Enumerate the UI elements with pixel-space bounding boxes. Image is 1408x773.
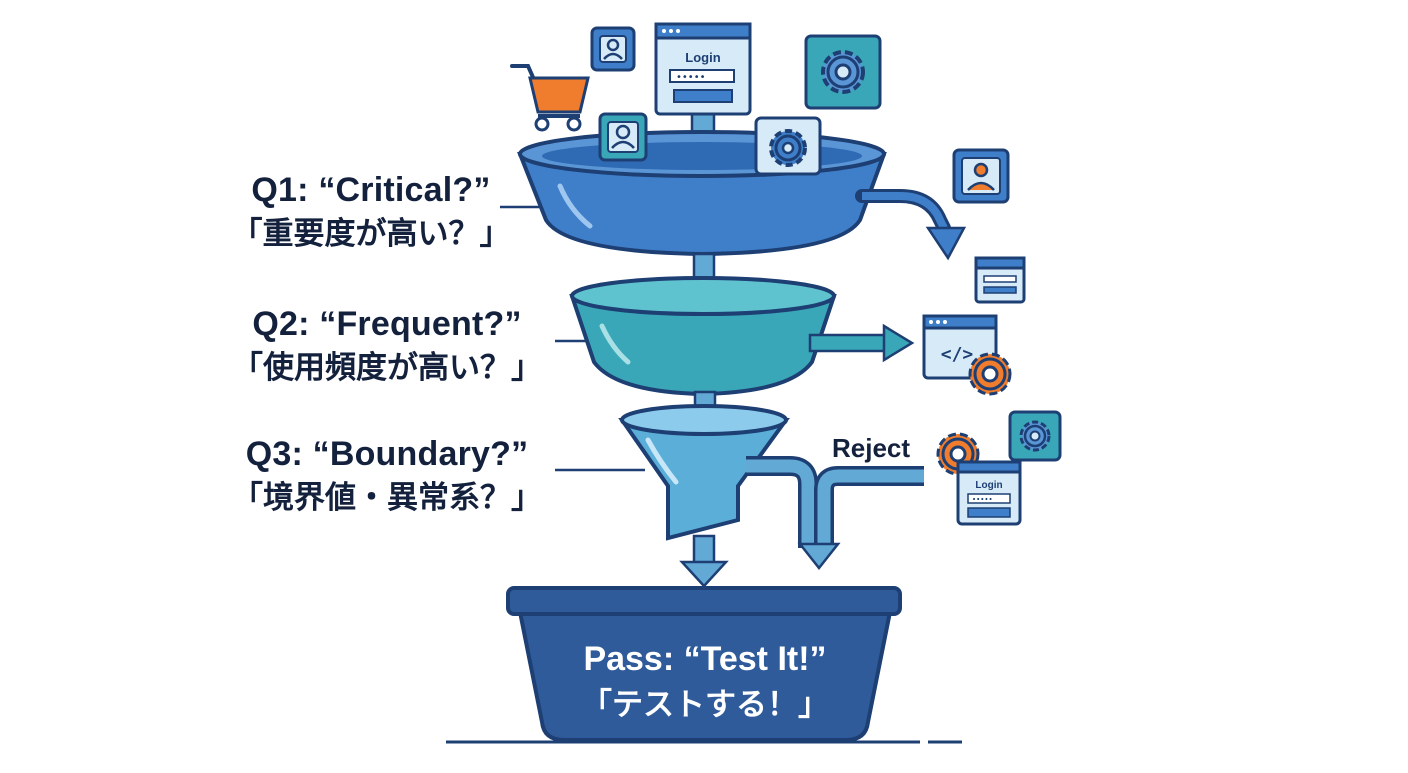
login-window-icon: Login ••••• (654, 22, 752, 116)
funnel-2 (569, 276, 837, 397)
login-window-icon: Login ••••• (956, 460, 1022, 526)
password-mask: ••••• (676, 72, 706, 83)
reject-arrow-3 (746, 456, 924, 571)
q3-english: Q3: “Boundary?” (245, 435, 529, 473)
q3-label: Q3: “Boundary?” 「境界値・異常系？」 (222, 432, 552, 520)
q3-japanese: 「境界値・異常系？」 (232, 480, 542, 516)
code-glyph: </> (941, 344, 974, 365)
reject-arrow-2 (808, 323, 915, 363)
user-card-icon (590, 26, 636, 72)
password-mask: ••••• (972, 496, 993, 504)
pass-english: Pass: “Test It!” (583, 640, 827, 678)
gear-card-icon (754, 116, 822, 176)
q1-label: Q1: “Critical?” 「重要度が高い？」 (206, 168, 536, 256)
browser-window-icon (974, 256, 1026, 304)
login-card-label: Login (685, 50, 720, 65)
pass-basket (506, 586, 902, 742)
user-card-icon (952, 148, 1010, 204)
pass-label: Pass: “Test It!” 「テストする！」 (540, 636, 870, 728)
q1-english: Q1: “Critical?” (251, 171, 491, 209)
q1-japanese: 「重要度が高い？」 (231, 216, 511, 252)
q2-english: Q2: “Frequent?” (252, 305, 522, 343)
funnel-1 (517, 130, 887, 257)
pass-arrow (679, 534, 729, 588)
gear-card-icon (1008, 410, 1062, 462)
q2-label: Q2: “Frequent?” 「使用頻度が高い？」 (222, 302, 552, 390)
user-card-icon (598, 112, 648, 162)
funnel-3 (618, 404, 790, 541)
login-card-label: Login (975, 480, 1002, 491)
reject-label: Reject (832, 433, 911, 463)
q2-japanese: 「使用頻度が高い？」 (232, 350, 542, 386)
gear-icon (968, 352, 1012, 396)
shopping-cart-icon (510, 64, 590, 132)
gear-card-icon (804, 34, 882, 110)
pass-japanese: 「テストする！」 (581, 687, 829, 723)
